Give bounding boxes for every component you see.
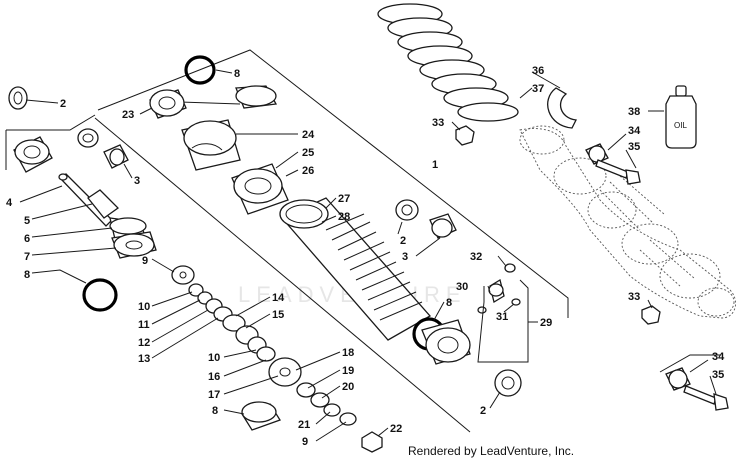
- part-eyelet-bushing-large: [13, 136, 53, 173]
- part-7-bumper: [31, 231, 157, 259]
- part-23-cap: [139, 89, 187, 119]
- callout-30: 30: [456, 281, 468, 293]
- callout-23: 23: [122, 109, 134, 121]
- callout-29: 29: [540, 317, 552, 329]
- left-stack-leaders: [151, 258, 389, 442]
- callout-34: 34: [628, 125, 641, 137]
- part-2-bushing-top-left: [8, 86, 59, 110]
- assembly-frame-lines: [5, 49, 720, 433]
- oil-bottle-label: OIL: [674, 121, 687, 130]
- part-8-o-ring-top: [184, 55, 233, 85]
- assembled-shock-ghost: [519, 125, 737, 319]
- callout-17: 17: [208, 389, 220, 401]
- callout-14: 14: [272, 292, 285, 304]
- callout-3b: 3: [402, 251, 408, 263]
- part-8-sleeve-top: [179, 85, 278, 109]
- callout-10b: 10: [208, 352, 220, 364]
- callout-35b: 35: [712, 369, 724, 381]
- callout-37: 37: [532, 83, 544, 95]
- callout-15: 15: [272, 309, 284, 321]
- callout-36: 36: [532, 65, 544, 77]
- callout-20: 20: [342, 381, 354, 393]
- render-credit: Rendered by LeadVenture, Inc.: [408, 444, 574, 458]
- callout-8c: 8: [234, 68, 240, 80]
- part-37-spring: [377, 3, 533, 122]
- part-3-spacer-mid: [415, 213, 457, 257]
- callout-10: 10: [138, 301, 150, 313]
- callout-1: 1: [432, 159, 438, 171]
- callout-2: 2: [60, 98, 66, 110]
- part-33-nut-bottom: [641, 299, 661, 325]
- part-30-32-valve-group: [477, 255, 538, 363]
- callout-16: 16: [208, 371, 220, 383]
- part-2-bushing-bottom: [489, 369, 522, 409]
- callout-8: 8: [24, 269, 30, 281]
- callout-2b: 2: [400, 235, 406, 247]
- callout-35: 35: [628, 141, 640, 153]
- part-5-shaft-eyelet: [31, 189, 120, 220]
- callout-33b: 33: [628, 291, 640, 303]
- callout-6: 6: [24, 233, 30, 245]
- callout-8b: 8: [212, 405, 218, 417]
- part-3-spacer-left: [103, 144, 133, 179]
- part-8-o-ring-left: [31, 269, 118, 312]
- callout-25: 25: [302, 147, 314, 159]
- part-35-bolt-bottom: [683, 375, 729, 411]
- part-35-bolt-top: [595, 149, 641, 185]
- callout-9: 9: [142, 255, 148, 267]
- callout-22: 22: [390, 423, 402, 435]
- part-2-bushing-mid: [395, 199, 419, 235]
- part-2-bushing-mid-left: [77, 128, 99, 148]
- callout-34b: 34: [712, 351, 725, 363]
- callout-7: 7: [24, 251, 30, 263]
- callout-9b: 9: [302, 436, 308, 448]
- part-34-spacer-bottom: [665, 359, 709, 391]
- callout-32: 32: [470, 251, 482, 263]
- callout-18: 18: [342, 347, 354, 359]
- callout-33: 33: [432, 117, 444, 129]
- part-33-nut-top: [451, 121, 475, 146]
- part-29-reservoir-body: [421, 319, 471, 365]
- callout-11: 11: [138, 319, 150, 331]
- callout-28: 28: [338, 211, 350, 223]
- callout-2c: 2: [480, 405, 486, 417]
- callout-31: 31: [496, 311, 508, 323]
- callout-3: 3: [134, 175, 140, 187]
- callout-12: 12: [138, 337, 150, 349]
- part-25-26-adjuster-nut: [231, 151, 299, 215]
- callout-27: 27: [338, 193, 350, 205]
- part-34-spacer-top: [585, 133, 627, 165]
- callout-13: 13: [138, 353, 150, 365]
- part-24-bearing: [181, 119, 298, 171]
- callout-labels: 2 4 5 6 7 8 3 9 10 11 12 13 14 15 10 16 …: [6, 65, 725, 448]
- callout-5: 5: [24, 215, 30, 227]
- callout-21: 21: [298, 419, 310, 431]
- callout-19: 19: [342, 365, 354, 377]
- callout-24: 24: [302, 129, 315, 141]
- callout-8d: 8: [446, 297, 452, 309]
- valve-shim-stack: [171, 265, 383, 453]
- part-27-28-body-tube: [279, 197, 432, 341]
- part-36-spring-clip: [531, 71, 577, 129]
- part-38-oil-bottle: OIL: [648, 85, 697, 149]
- callout-38: 38: [628, 106, 640, 118]
- callout-26: 26: [302, 165, 314, 177]
- callout-4: 4: [6, 197, 13, 209]
- part-8-seal-bottom: [241, 401, 281, 431]
